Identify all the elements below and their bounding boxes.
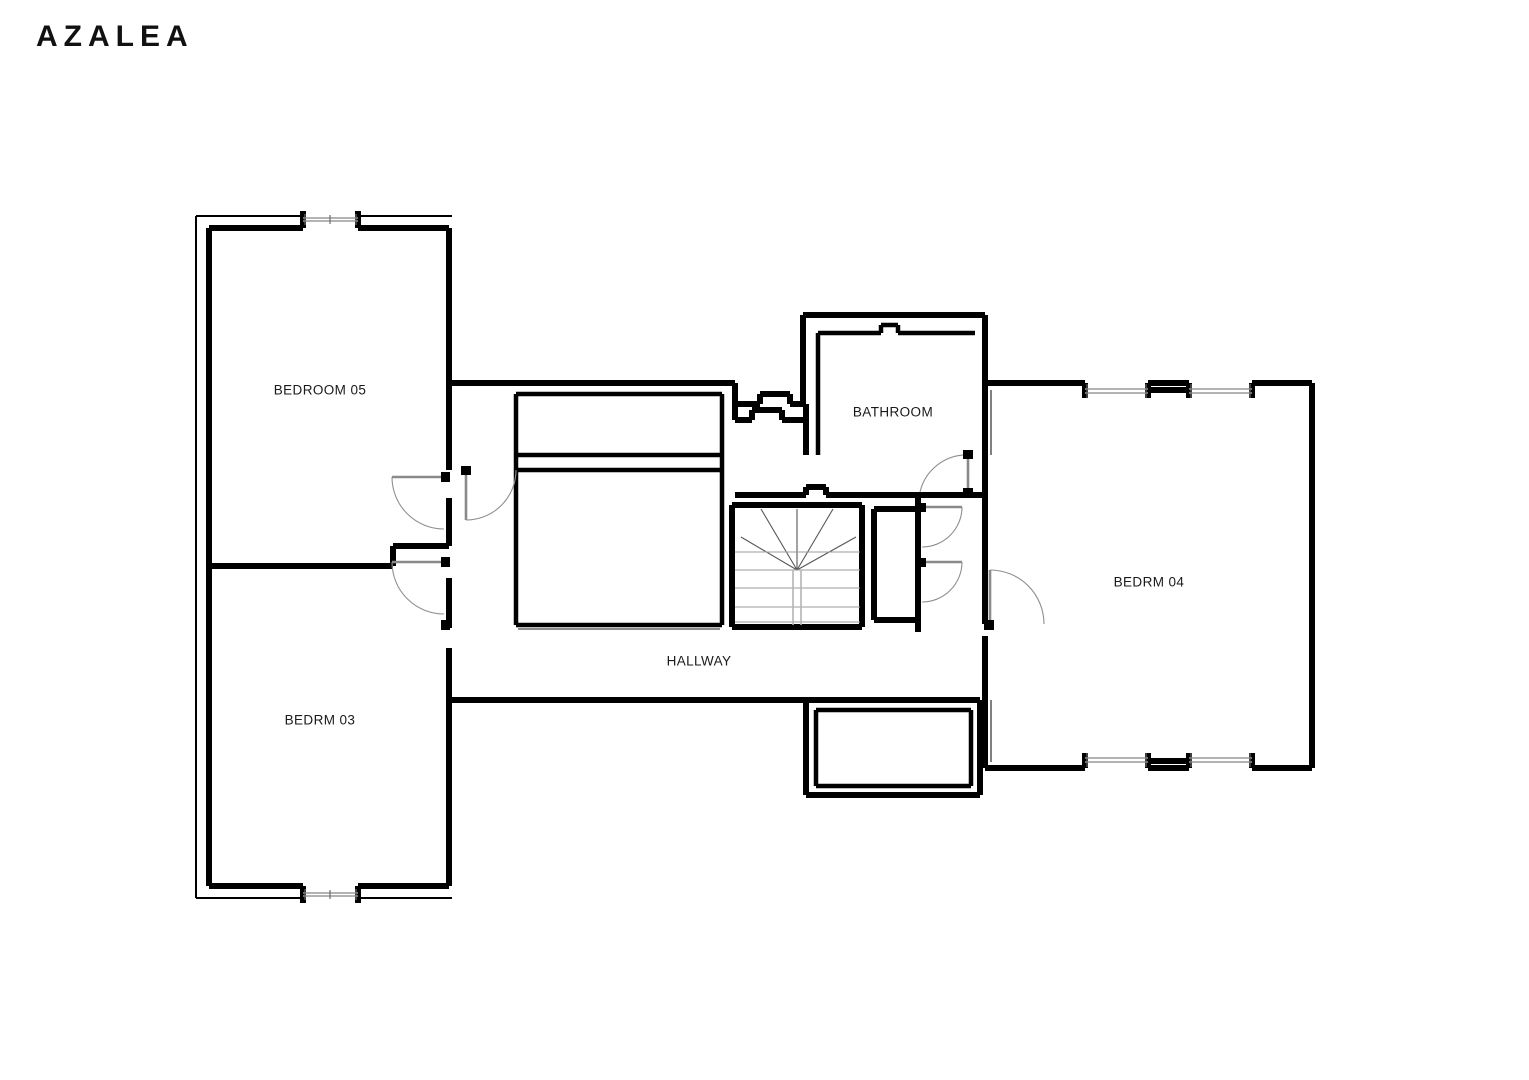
door-bedroom05 — [391, 472, 450, 530]
left-wing-walls — [206, 211, 452, 903]
room-label-bedrm-03: BEDRM 03 — [285, 713, 356, 728]
window-bedrm04-south-right — [1189, 753, 1252, 767]
bottom-center-room-walls — [803, 700, 983, 798]
door-bedrm04 — [984, 569, 1045, 630]
room-label-bathroom: BATHROOM — [853, 405, 933, 420]
window-bedroom05-north — [303, 214, 358, 225]
door-linen-upper — [916, 503, 963, 548]
bathroom-walls — [732, 312, 988, 498]
overhang-reference-lines — [195, 215, 452, 899]
staircase — [735, 508, 860, 625]
door-linen-lower — [916, 558, 963, 603]
hallway-walls — [449, 380, 980, 703]
page-title: AZALEA — [36, 20, 194, 53]
window-bedrm03-south — [303, 889, 358, 900]
door-bedrm03 — [391, 557, 450, 630]
room-label-bedroom-05: BEDROOM 05 — [274, 383, 367, 398]
window-bedrm04-north-right — [1189, 384, 1252, 398]
bedrm04-walls — [982, 380, 1315, 771]
window-bedrm04-north-left — [1085, 384, 1148, 398]
door-closet-hall — [461, 466, 517, 521]
room-label-hallway: HALLWAY — [667, 654, 732, 669]
window-mullion-piers — [1148, 387, 1189, 764]
window-bedrm04-south-left — [1085, 753, 1148, 767]
stair-enclosure-walls — [729, 502, 865, 630]
door-bathroom — [919, 450, 973, 497]
linen-closet-walls — [871, 495, 921, 632]
room-label-bedrm-04: BEDRM 04 — [1114, 575, 1185, 590]
